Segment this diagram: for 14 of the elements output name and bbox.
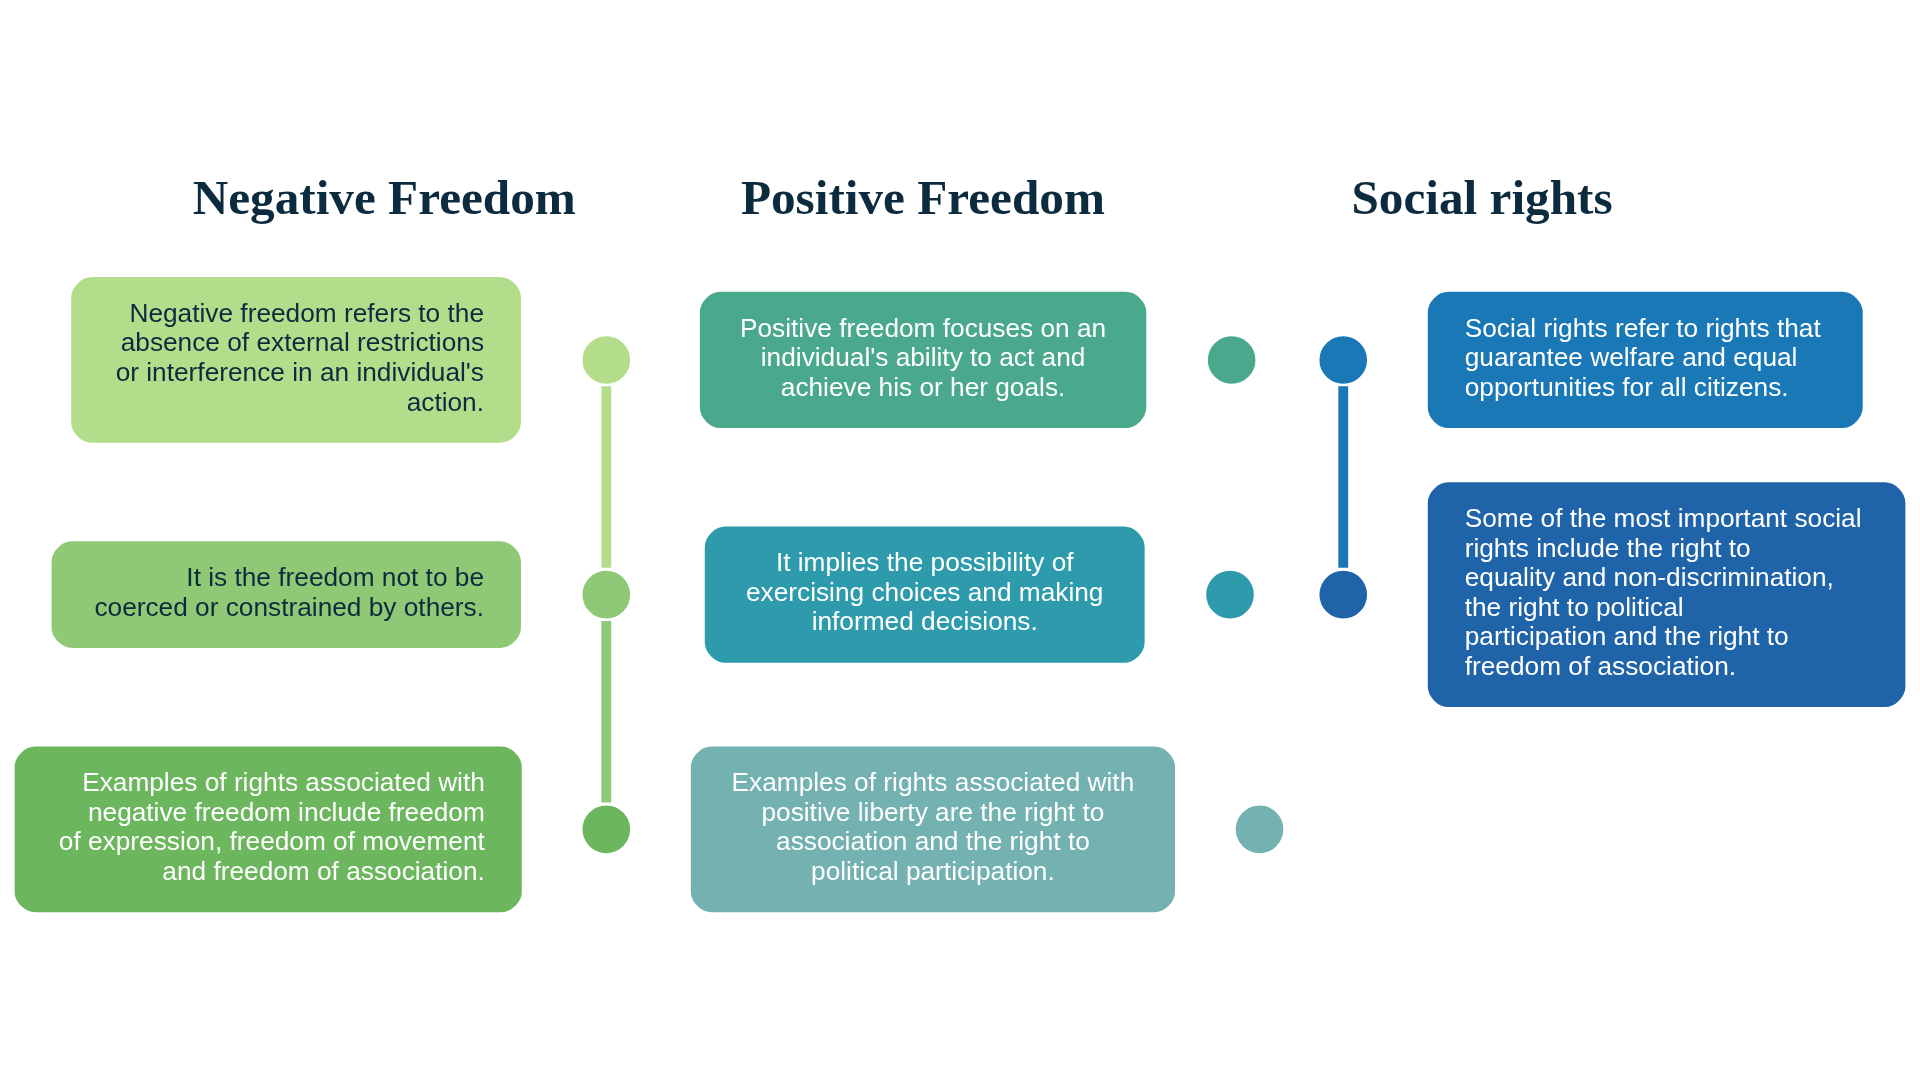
node-box: Social rights refer to rights that guarantee welfare and equal opportunities for all citizens. bbox=[1427, 291, 1863, 428]
label: Positive Freedom bbox=[740, 169, 1105, 225]
label: Social rights bbox=[1351, 169, 1613, 225]
node-box: It implies the possibility of exercising choices and making informed decisions. bbox=[704, 526, 1145, 663]
connector bbox=[601, 620, 612, 802]
node-box: It is the freedom not to be coerced or constrained by others. bbox=[51, 540, 521, 648]
node-box: Some of the most important social rights include the right to equality and non-discrimination, the right to political participation and the right to freedom of association. bbox=[1427, 481, 1906, 707]
node-box: Negative freedom refers to the absence of external restrictions or interference in an individual's action. bbox=[71, 276, 521, 443]
label: Negative Freedom bbox=[192, 169, 576, 225]
node-box: Positive freedom focuses on an individual's ability to act and achieve his or her goals. bbox=[699, 291, 1147, 428]
connector bbox=[601, 385, 612, 568]
node-box: Examples of rights associated with negative freedom include freedom of expression, freedom of movement and freedom of association. bbox=[14, 745, 522, 912]
node-box: Examples of rights associated with positive liberty are the right to association and the right to political participation. bbox=[690, 745, 1175, 912]
connector bbox=[1338, 385, 1349, 568]
